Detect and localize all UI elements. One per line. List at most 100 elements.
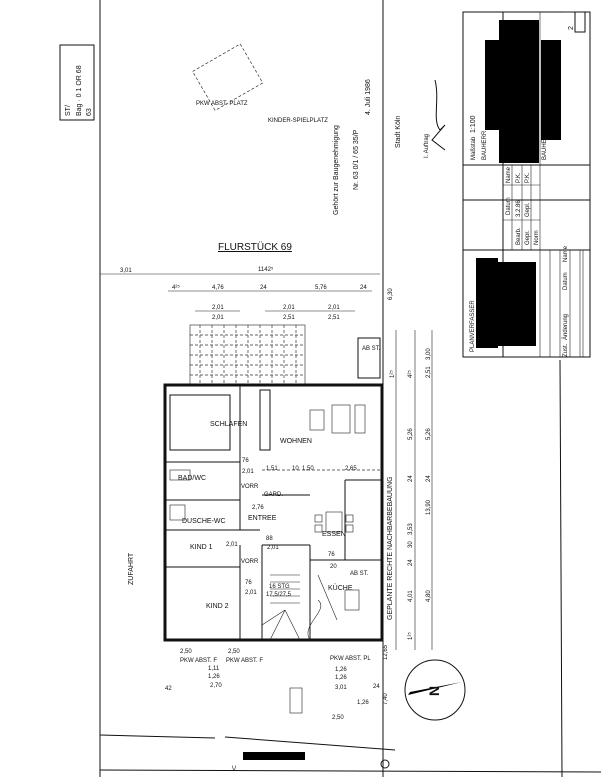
dimensions-bottom-10: 42: [165, 686, 172, 692]
dimensions-right-0: 1²⁵: [389, 370, 396, 378]
dimensions-bottom-5: 1,26: [335, 667, 347, 673]
north-label: N: [426, 686, 442, 696]
signature: [431, 79, 446, 151]
room-bad: BAD/WC: [178, 475, 206, 482]
dimensions-row2-1: 4,76: [212, 285, 224, 291]
approval_stamp-city: Stadt Köln: [395, 116, 402, 148]
room-kind-1: KIND 1: [190, 544, 213, 551]
room-essen: ESSEN: [322, 531, 346, 538]
corner-stamp: ST/ Bag · 0 1 OR 68 63: [59, 44, 95, 121]
dimensions-row2-3: 5,76: [315, 285, 327, 291]
dimensions-overall: 1142⁵: [258, 266, 274, 273]
title_block-row_gepr: Gepr.: [525, 230, 531, 245]
site_labels-pkw_top: PKW ABST. PLATZ: [196, 101, 248, 107]
dimensions-right-6: 24: [408, 475, 414, 482]
dimension-lines-top: 3,01 1142⁵ 6,30 4²⁵ 4,76 24 5,76 24 2,01…: [100, 266, 394, 321]
site_labels-kinder: KINDER-SPIELPLATZ: [268, 118, 328, 124]
dimensions-interior-8: 2,01: [245, 590, 257, 596]
dimensions-bottom-4: 2,70: [210, 683, 222, 689]
title_block-sheet: 2: [568, 26, 575, 30]
approval_stamp-signature_caption: I. Auftrag: [424, 134, 430, 158]
north-arrow: N: [404, 659, 466, 721]
dimensions-row3_bottom-2: 2,51: [328, 315, 340, 321]
dimensions-right-10: 30: [408, 541, 414, 548]
title_block-bearb_name: P.K.: [516, 172, 522, 183]
title_block-col_datum: Datum: [506, 197, 512, 215]
dimensions-left: 3,01: [120, 268, 132, 274]
approval_stamp-date: 4. Juli 1986: [365, 79, 372, 115]
dimensions-interior-1: 10: [292, 466, 299, 472]
dimensions-row2-2: 24: [260, 285, 267, 291]
title_block-planverfasser: PLANVERFASSER: [470, 300, 476, 352]
title_block-bauherr: BAUHERR: [482, 130, 488, 160]
dimension-lines-right: 1²⁵ 3,00 4²⁵ 2,51 5,26 5,26 24 13,90 24 …: [387, 330, 433, 650]
title_block-row_norm: Norm: [534, 230, 540, 245]
title_block-gepr_date: Gepl.: [525, 202, 531, 217]
dimensions-right-13: 4,80: [426, 590, 432, 602]
dimensions-row3_top-2: 2,01: [328, 305, 340, 311]
room-kueche: KÜCHE: [328, 584, 353, 592]
title_block-scale_label: Maßstab: [471, 136, 477, 160]
dimensions-interior-0: 1,51: [266, 466, 278, 472]
dimensions-row3_top-1: 2,01: [283, 305, 295, 311]
dimensions-right-2: 4²⁵: [407, 370, 414, 378]
neighbor-label: GEPLANTE RECHTE NACHBARBEBAUUNG: [387, 476, 394, 620]
room-gard: GARD.: [264, 492, 283, 498]
playground-area: PKW ABST. PLATZ KINDER-SPIELPLATZ: [192, 43, 328, 124]
title_block-row_bearb: Bearb.: [516, 227, 522, 245]
dimensions-interior-13: 20: [330, 564, 337, 570]
room-vorr-1: VORR: [241, 484, 259, 490]
title_block-gepr_name: P.K.: [525, 172, 531, 183]
furniture: [169, 404, 366, 641]
terrace: [189, 324, 306, 386]
dimensions-right-4: 5,26: [408, 428, 414, 440]
stamp_corner-line1: ST/: [65, 105, 72, 116]
tree-symbol: [380, 759, 390, 769]
dimensions-interior-12: 2,01: [226, 542, 238, 548]
sheet-border-bottom: [99, 769, 601, 773]
title_block-col_name: Name: [506, 166, 512, 183]
dimensions-bottom-1: 2,50: [228, 649, 240, 655]
title_block-bauherr2: BAUHERR: [542, 130, 548, 160]
dimensions-interior-3: 2,65: [345, 466, 357, 472]
dimensions-interior-2: 1,50: [302, 466, 314, 472]
stamp_corner-line3: 63: [86, 108, 93, 116]
room-abst-kitchen: AB ST.: [350, 571, 369, 577]
dimensions-interior-6: 2,01: [242, 469, 254, 475]
dimensions-bottom-7: 3,01: [335, 685, 347, 691]
dimensions-bottom-13: 7,40: [383, 693, 389, 705]
dimensions-right-11: 4,01: [408, 590, 414, 602]
room-vorr-2: VORR: [241, 559, 259, 565]
approval-stamp: Gehört zur Baugenehmigung Nr. 63 0/1 / 6…: [333, 79, 446, 215]
dimensions-right-9: 3,53: [408, 523, 414, 535]
title_block-rev_zust: Zust.: [563, 343, 569, 357]
title_block-scale: 1:100: [470, 115, 477, 133]
dimensions-right-5: 5,26: [426, 428, 432, 440]
room-dusche: DUSCHE-WC: [182, 518, 226, 525]
dimensions-bottom-2: 1,11: [208, 666, 220, 672]
dimensions-row2-0: 4²⁵: [172, 284, 180, 291]
dimensions-right-12: 24: [408, 559, 414, 566]
dimensions-side: 6,30: [388, 288, 394, 300]
dimensions-row3_top-0: 2,01: [212, 305, 224, 311]
dimensions-right-3: 2,51: [426, 366, 432, 378]
title-block: Maßstab 1:100 BAUHERR BAUHERR 2 Name Dat…: [462, 11, 591, 358]
title_block-bearb_date: 3.2.86: [516, 200, 522, 217]
dimensions-interior-9: 88: [266, 536, 273, 542]
title_block-rev_name: Name: [563, 245, 569, 262]
dimensions-right-1: 3,00: [426, 348, 432, 360]
title_block-rev_aenderung: Änderung: [562, 314, 569, 340]
stamp_corner-line2: Bag · 0 1 OR 68: [76, 65, 83, 116]
dimensions-right-8: 24: [426, 475, 432, 482]
dimensions-row2-4: 24: [360, 285, 367, 291]
parking-left2: PKW ABST. F: [226, 658, 263, 664]
stairs-ratio: 17,5/27,5: [266, 592, 292, 598]
dimensions-bottom-6: 1,26: [335, 675, 347, 681]
interior-dimensions: 1,51 10 1,50 2,65 2,76 76 2,01 76 2,01 8…: [226, 458, 357, 596]
dimensions-interior-11: 76: [328, 552, 335, 558]
room-abst-terrace: AB ST.: [362, 346, 381, 352]
dimensions-interior-5: 76: [242, 458, 249, 464]
dimensions-bottom-8: 1,26: [357, 700, 369, 706]
dimensions-bottom-3: 1,26: [208, 674, 220, 680]
